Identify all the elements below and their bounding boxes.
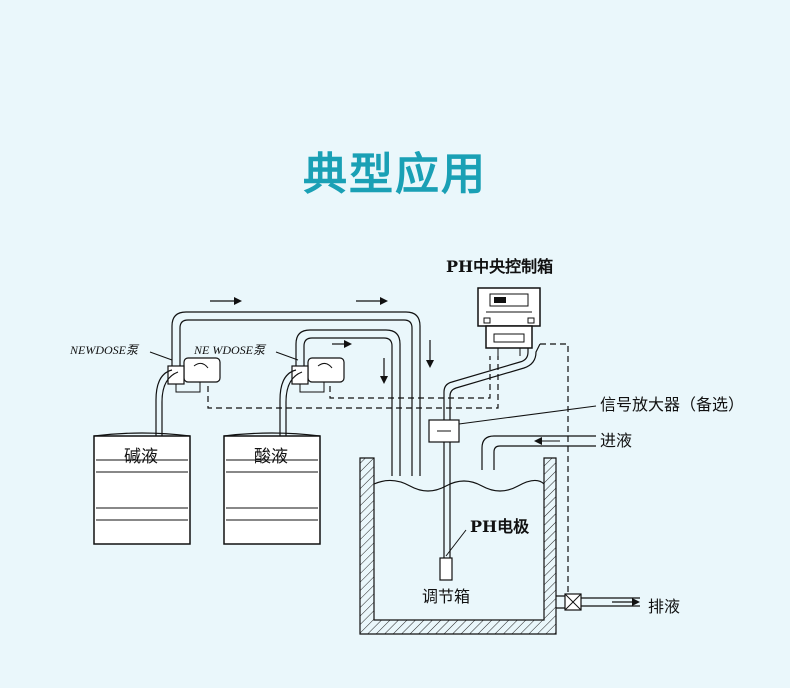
dosing-pump-right: [275, 351, 345, 393]
inlet-pipe: [481, 435, 596, 470]
electrode-cable: [443, 343, 541, 560]
page-title: 典型应用: [303, 149, 487, 200]
inlet-label: 进液: [600, 431, 632, 450]
electrode-label: PH电极: [470, 517, 530, 536]
ph-control-box: [477, 287, 541, 356]
signal-amplifier: [428, 405, 597, 443]
drum-alkali: [93, 432, 191, 545]
control-box-label: PH中央控制箱: [446, 257, 553, 276]
amplifier-label: 信号放大器（备选）: [600, 395, 744, 414]
drain-label: 排液: [648, 597, 680, 616]
regulating-tank: [359, 457, 566, 635]
pump-left-label: NEWDOSE泵: [69, 343, 140, 357]
tank-label: 调节箱: [422, 587, 470, 606]
drum-left-label: 碱液: [124, 447, 158, 467]
drain-valve: [564, 593, 640, 611]
ph-electrode: [439, 529, 467, 581]
dosing-pump-left: [149, 351, 221, 393]
drum-right-label: 酸液: [254, 447, 288, 467]
suction-tubes: [155, 369, 303, 436]
control-signal-lines: [207, 343, 569, 594]
drum-acid: [223, 432, 321, 545]
pump-right-label: NE WDOSE泵: [193, 343, 267, 357]
dosing-pipes: [171, 297, 434, 476]
